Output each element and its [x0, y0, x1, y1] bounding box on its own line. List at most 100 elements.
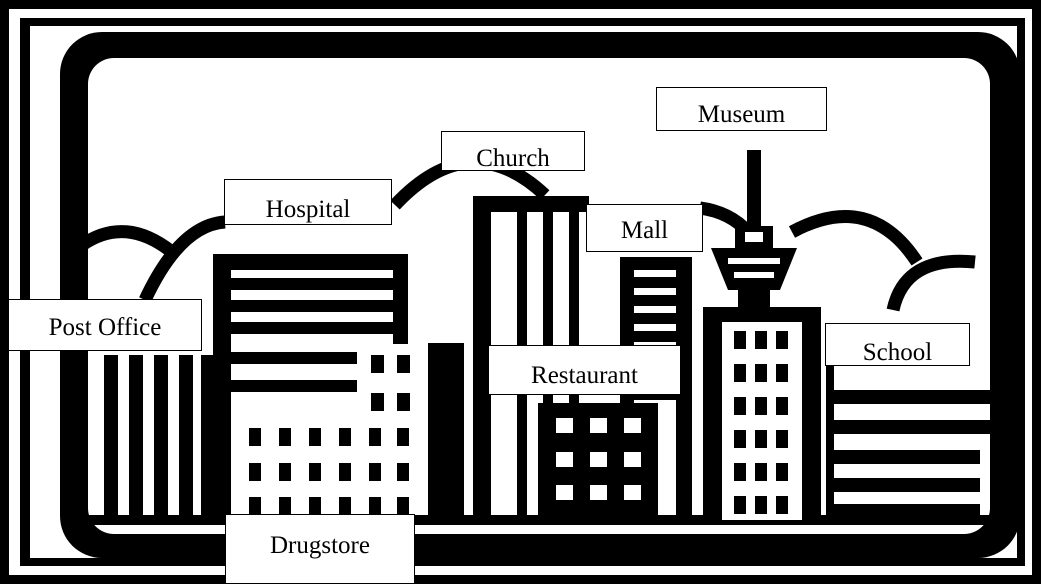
window	[590, 418, 607, 433]
window	[369, 497, 381, 515]
window	[734, 430, 746, 448]
label-drugstore: Drugstore	[225, 514, 415, 584]
window	[776, 331, 788, 349]
stripe	[104, 355, 118, 520]
cloud-right	[788, 210, 923, 266]
mall-slot	[634, 288, 676, 295]
mall-slot	[634, 306, 676, 313]
window	[755, 430, 767, 448]
school-band	[834, 450, 980, 464]
window	[279, 428, 291, 446]
window	[755, 397, 767, 415]
side	[393, 254, 408, 344]
crown-slot	[734, 272, 774, 278]
school-band	[834, 478, 980, 492]
building-hospital	[213, 254, 410, 520]
window	[590, 452, 607, 467]
window	[309, 428, 321, 446]
roof	[473, 196, 589, 212]
building-striped-left	[104, 355, 215, 520]
window	[734, 331, 746, 349]
window	[397, 428, 409, 446]
window	[249, 428, 261, 446]
label-church: Church	[441, 131, 585, 171]
window	[309, 497, 321, 515]
label-hospital: Hospital	[224, 179, 392, 225]
window	[624, 485, 641, 500]
mall-slot	[634, 270, 676, 277]
school-band	[834, 420, 992, 434]
school-band	[834, 504, 980, 518]
window	[369, 463, 381, 481]
floor-band	[231, 300, 393, 312]
window	[339, 463, 351, 481]
mall-slot	[634, 324, 676, 331]
window	[776, 364, 788, 382]
stripe	[179, 355, 193, 520]
neck	[738, 290, 770, 308]
school-band	[834, 390, 992, 404]
window	[339, 497, 351, 515]
label-restaurant: Restaurant	[488, 345, 681, 395]
window	[734, 463, 746, 481]
window	[734, 397, 746, 415]
label-mall: Mall	[586, 204, 703, 252]
building-school	[826, 360, 992, 520]
window	[397, 393, 410, 411]
wall	[213, 254, 231, 520]
window	[556, 485, 573, 500]
school-side	[826, 360, 834, 520]
stripe	[129, 355, 143, 520]
window	[249, 497, 261, 515]
window	[776, 496, 788, 514]
window	[734, 496, 746, 514]
window	[371, 393, 384, 411]
floor-band	[231, 322, 393, 334]
roof	[213, 254, 408, 270]
building-museum-tower	[703, 150, 821, 520]
cloud-left-2	[139, 215, 226, 303]
window	[755, 364, 767, 382]
window	[776, 463, 788, 481]
window	[624, 418, 641, 433]
window	[397, 463, 409, 481]
window	[249, 463, 261, 481]
label-school: School	[825, 323, 970, 366]
window	[369, 428, 381, 446]
window	[339, 428, 351, 446]
window	[279, 463, 291, 481]
window	[556, 452, 573, 467]
cloud-right-small	[886, 254, 976, 312]
tower-inner	[722, 322, 802, 520]
window	[776, 397, 788, 415]
clouds	[78, 156, 976, 312]
window	[776, 430, 788, 448]
window	[279, 497, 291, 515]
window	[624, 452, 641, 467]
building-thin-tower	[428, 343, 464, 520]
floor-band	[231, 278, 393, 290]
building-restaurant	[538, 403, 658, 520]
stripe	[201, 355, 215, 520]
floor-band	[231, 352, 357, 364]
floor-band	[231, 380, 357, 392]
window	[556, 418, 573, 433]
column	[473, 196, 491, 520]
window	[755, 331, 767, 349]
window	[755, 463, 767, 481]
window	[755, 496, 767, 514]
label-museum: Museum	[656, 87, 827, 131]
window	[397, 355, 410, 373]
window	[590, 485, 607, 500]
cloud-left	[78, 225, 177, 258]
antenna	[747, 150, 761, 230]
label-post-office: Post Office	[8, 299, 202, 351]
window	[371, 355, 384, 373]
stripe	[154, 355, 168, 520]
crown-top-hole	[745, 232, 763, 242]
window	[397, 497, 409, 515]
crown-slot	[728, 258, 780, 264]
window	[309, 463, 321, 481]
window	[734, 364, 746, 382]
